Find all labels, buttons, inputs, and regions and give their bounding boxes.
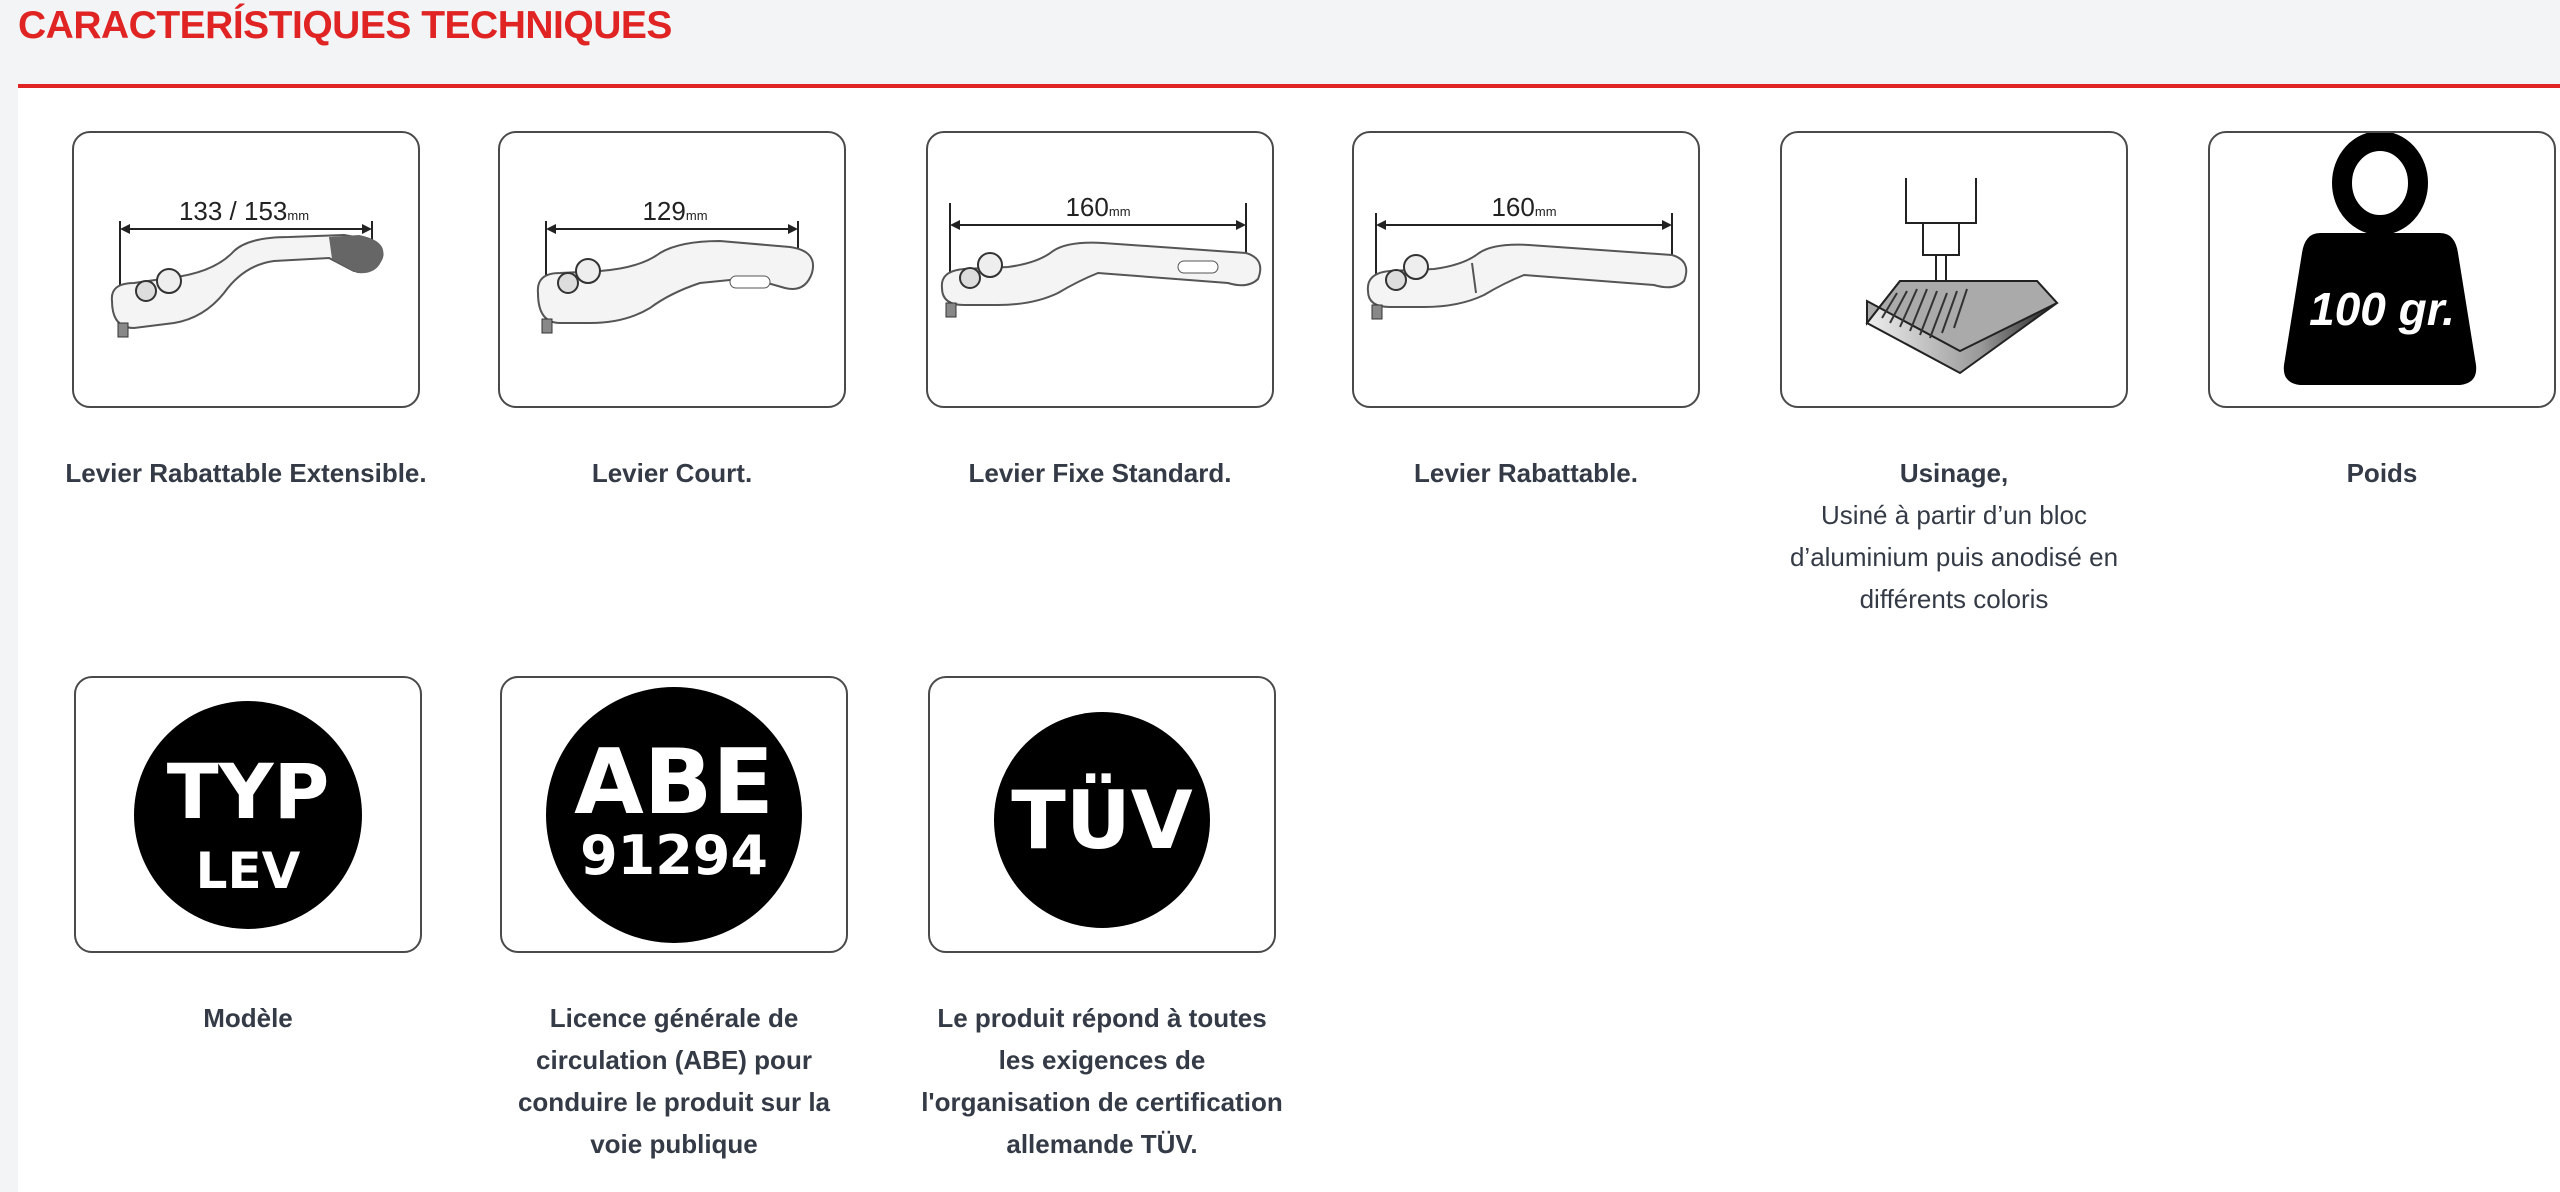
svg-text:160mm: 160mm bbox=[1065, 192, 1130, 222]
section-title: CARACTERÍSTIQUES TECHNIQUES bbox=[18, 4, 672, 47]
feature-item: TÜV Le produit répond à toutes les exige… bbox=[902, 676, 1302, 1165]
abe-badge-icon: ABE 91294 bbox=[500, 676, 848, 953]
machining-icon bbox=[1780, 131, 2128, 408]
feature-title: Levier Fixe Standard. bbox=[968, 458, 1232, 488]
feature-title: Levier Rabattable Extensible. bbox=[65, 458, 427, 488]
svg-text:TYP: TYP bbox=[167, 747, 330, 836]
weight-icon: 100 gr. bbox=[2208, 131, 2556, 408]
feature-item: TYP LEV Modèle bbox=[48, 676, 448, 1039]
feature-title: Le produit répond à toutes les exigences… bbox=[921, 1003, 1283, 1159]
features-panel bbox=[18, 88, 2560, 1192]
short-lever-icon: 129mm bbox=[498, 131, 846, 408]
svg-text:91294: 91294 bbox=[580, 824, 768, 887]
typ-lev-badge-icon: TYP LEV bbox=[74, 676, 422, 953]
tuv-badge-icon: TÜV bbox=[928, 676, 1276, 953]
feature-title: Licence générale de circulation (ABE) po… bbox=[517, 1003, 831, 1159]
feature-item: 129mm Levier Court. bbox=[472, 131, 872, 494]
feature-title: Levier Court. bbox=[591, 458, 753, 488]
feature-item: 133 / 153mm Levier Rabattable Extensible… bbox=[46, 131, 446, 494]
section-divider bbox=[18, 84, 2560, 88]
svg-text:ABE: ABE bbox=[574, 730, 774, 835]
svg-text:LEV: LEV bbox=[196, 842, 301, 900]
feature-item: Usinage, Usiné à partir d’un bloc d’alumi… bbox=[1754, 131, 2154, 620]
svg-text:129mm: 129mm bbox=[642, 196, 707, 226]
folding-extendable-lever-icon: 133 / 153mm bbox=[72, 131, 420, 408]
svg-text:160mm: 160mm bbox=[1491, 192, 1556, 222]
svg-text:133 / 153mm: 133 / 153mm bbox=[179, 196, 309, 226]
standard-fixed-lever-icon: 160mm bbox=[926, 131, 1274, 408]
svg-text:100 gr.: 100 gr. bbox=[2309, 283, 2455, 335]
feature-title: Poids bbox=[2346, 458, 2418, 488]
svg-text:TÜV: TÜV bbox=[1011, 773, 1193, 867]
feature-item: ABE 91294 Licence générale de circulatio… bbox=[474, 676, 874, 1165]
folding-lever-icon: 160mm bbox=[1352, 131, 1700, 408]
feature-item: 160mm Levier Rabattable. bbox=[1326, 131, 1726, 494]
feature-title: Modèle bbox=[203, 1003, 293, 1033]
feature-description: Usiné à partir d’un bloc d’aluminium pui… bbox=[1789, 500, 2119, 614]
feature-title: Levier Rabattable. bbox=[1414, 458, 1638, 488]
feature-item: 160mm Levier Fixe Standard. bbox=[900, 131, 1300, 494]
feature-item: 100 gr. Poids bbox=[2182, 131, 2560, 494]
feature-title: Usinage, bbox=[1899, 458, 2009, 488]
